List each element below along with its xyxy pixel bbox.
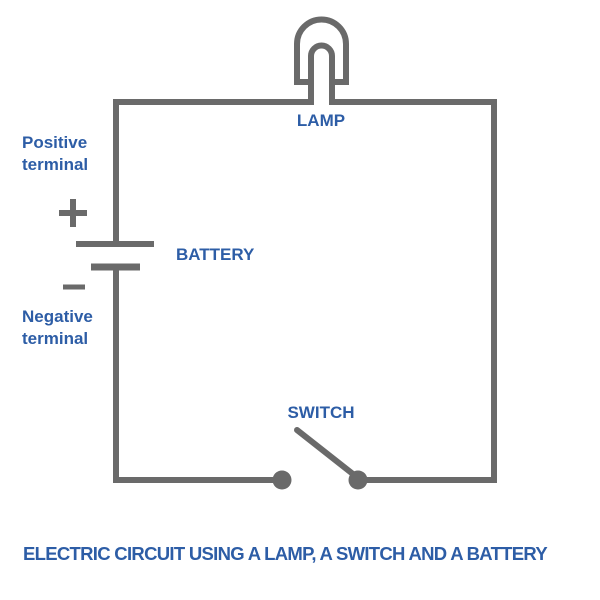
lamp-bulb-outline-icon xyxy=(294,16,349,85)
diagram-caption: ELECTRIC CIRCUIT USING A LAMP, A SWITCH … xyxy=(22,543,548,564)
positive-terminal-label: Positive terminal xyxy=(22,133,89,174)
switch-label: SWITCH xyxy=(287,403,355,422)
switch-terminal-left xyxy=(272,470,292,490)
lamp-label: LAMP xyxy=(296,111,346,130)
plus-icon xyxy=(59,199,87,227)
wire-bottom-left xyxy=(113,264,282,483)
switch-lever-icon xyxy=(294,427,361,481)
wire-right xyxy=(332,99,497,483)
wire-top-left xyxy=(113,99,311,244)
negative-terminal-label: Negative terminal xyxy=(22,307,93,348)
lamp-filament-icon xyxy=(308,42,335,105)
battery-label: BATTERY xyxy=(176,245,255,264)
